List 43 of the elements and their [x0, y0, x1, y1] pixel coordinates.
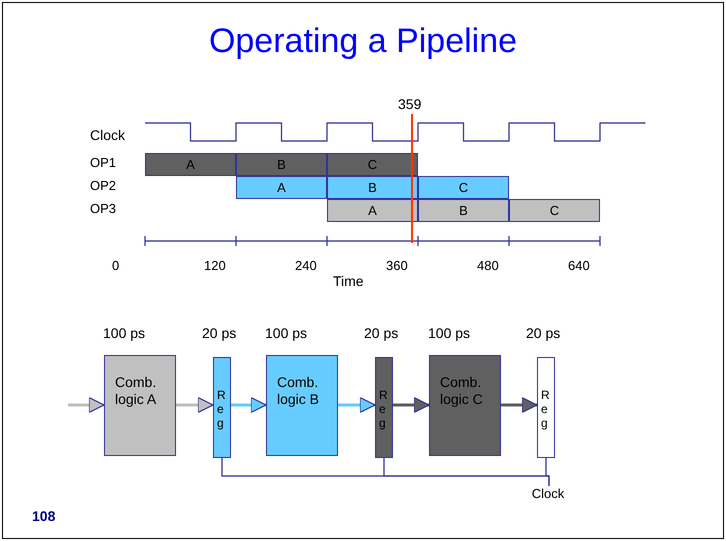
signal-label: Clock — [90, 127, 126, 143]
delay-label: 20 ps — [364, 325, 398, 341]
data-arrow — [231, 396, 267, 414]
row-label: OP2 — [90, 178, 116, 193]
pipeline-stage-bar: C — [327, 153, 418, 176]
delay-label: 20 ps — [202, 325, 236, 341]
tick-label: 120 — [204, 258, 226, 273]
value-label: 359 — [398, 96, 422, 112]
register-block: Reg — [537, 357, 555, 458]
delay-label: 100 ps — [265, 325, 308, 341]
logic-block: Comb. logic B — [266, 355, 338, 456]
pipeline-stage-bar: B — [327, 176, 418, 199]
pipeline-stage-bar: C — [418, 176, 509, 199]
logic-block: Comb. logic C — [429, 355, 501, 456]
register-block: Reg — [375, 357, 393, 458]
tick-label: 480 — [477, 258, 499, 273]
pipeline-stage-bar: A — [327, 199, 418, 222]
page-number: 108 — [32, 508, 56, 524]
pipeline-stage-bar: A — [236, 176, 327, 199]
data-arrow — [338, 396, 376, 414]
tick-label: 240 — [295, 258, 317, 273]
pipeline-stage-bar: A — [145, 153, 236, 176]
tick-label: 640 — [568, 258, 590, 273]
data-arrow — [68, 396, 105, 414]
axis-title: Time — [333, 273, 364, 289]
data-arrow — [501, 396, 538, 414]
delay-label: 100 ps — [103, 325, 146, 341]
slide-title: Operating a Pipeline — [208, 22, 518, 62]
register-block: Reg — [213, 357, 231, 458]
row-label: OP1 — [90, 155, 116, 170]
tick-label: 360 — [386, 258, 408, 273]
clock-label: Clock — [526, 486, 570, 503]
data-arrow — [176, 396, 214, 414]
data-arrow — [393, 396, 430, 414]
pipeline-stage-bar: C — [509, 199, 600, 222]
pipeline-stage-bar: B — [236, 153, 327, 176]
delay-label: 100 ps — [428, 325, 470, 341]
tick-label: 0 — [112, 258, 120, 273]
delay-label: 20 ps — [526, 325, 560, 341]
pipeline-stage-bar: B — [418, 199, 509, 222]
logic-block: Comb. logic A — [104, 355, 176, 456]
clock-wire — [545, 458, 550, 486]
row-label: OP3 — [90, 201, 116, 216]
